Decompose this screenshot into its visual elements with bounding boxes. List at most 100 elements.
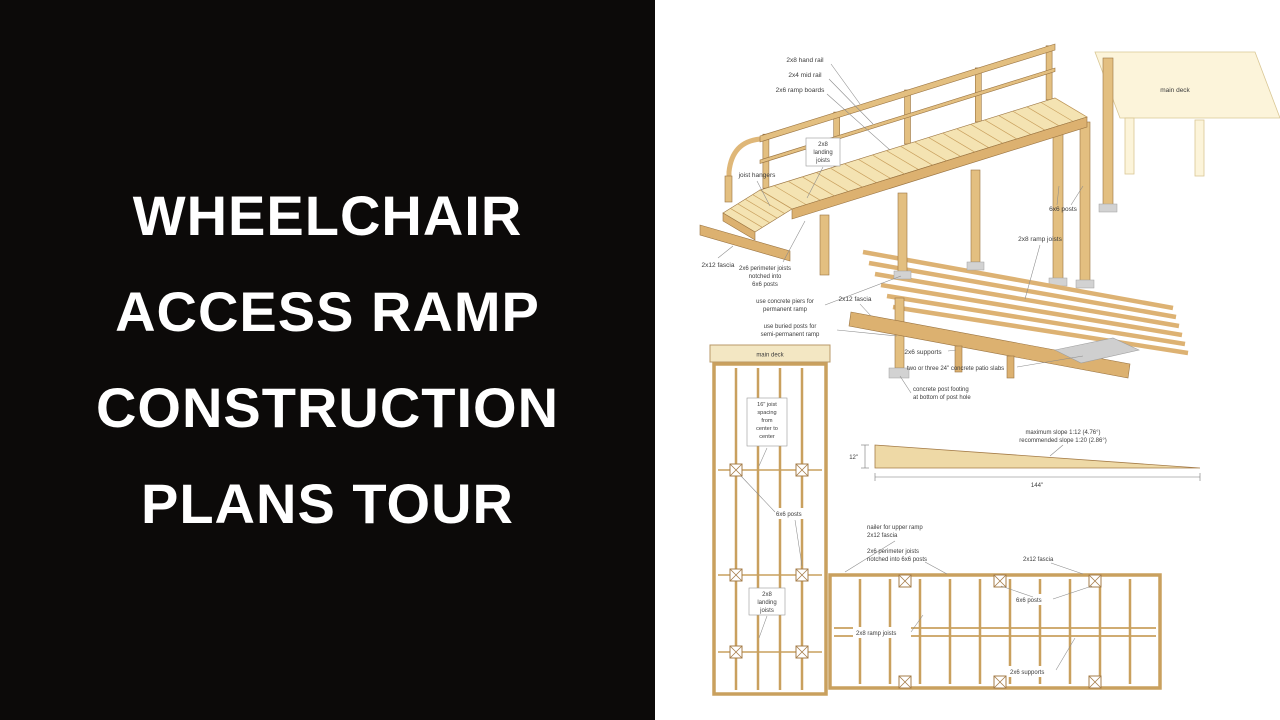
label-landing-joists-3: joists — [815, 158, 830, 164]
post-mark-x — [1088, 574, 1102, 588]
label-ramp-posts: 6x6 posts — [1016, 598, 1042, 604]
6x6-post — [897, 192, 908, 274]
2x12-fascia-board — [699, 224, 791, 262]
board-line — [928, 137, 961, 157]
label-backing — [773, 508, 817, 519]
label-buried-1: use buried posts for — [764, 324, 817, 330]
label-plan-supports: 2x6 supports — [1010, 670, 1044, 676]
label-footing-2: at bottom of post hole — [913, 395, 971, 401]
deck-leg — [1194, 119, 1205, 177]
ramp-plan-view: nailer for upper ramp 2x12 fascia 2x6 pe… — [828, 525, 1162, 690]
main-deck-surface — [1094, 51, 1280, 119]
board-line — [886, 293, 1186, 347]
board-line — [880, 282, 1183, 338]
main-deck-edge — [709, 344, 831, 363]
post-mark-x — [898, 675, 912, 689]
label-ramp-joists: 2x8 ramp joists — [1018, 236, 1062, 243]
leader-line — [1056, 185, 1060, 206]
label-box — [805, 137, 841, 167]
label-rise: 12" — [849, 455, 858, 461]
label-backing — [1013, 594, 1055, 605]
title-line-4: PLANS TOUR — [141, 472, 514, 535]
spacing-note-box — [746, 397, 788, 447]
label-landing-joists-2: landing — [813, 150, 832, 156]
leader-line — [717, 245, 734, 259]
board-line — [759, 189, 793, 210]
post-mark-x — [729, 645, 743, 659]
leader-line — [824, 275, 902, 306]
post-mark-x — [795, 568, 809, 582]
label-backing — [1007, 666, 1057, 677]
leader-line — [740, 475, 776, 513]
label-ramp-boards: 2x6 ramp boards — [776, 87, 826, 94]
label-ramp-perimeter-2: notched into 6x6 posts — [867, 557, 927, 563]
label-recommended-slope: recommended slope 1:20 (2.86°) — [1019, 438, 1106, 444]
board-line — [801, 176, 835, 197]
board-line — [998, 115, 1031, 135]
label-backing — [853, 627, 911, 638]
leader-line — [1052, 585, 1093, 600]
leader-line — [1049, 444, 1064, 457]
leader-line — [859, 303, 872, 317]
label-perimeter-2: notched into — [749, 274, 782, 280]
label-supports: 2x6 supports — [904, 349, 942, 356]
board-line — [844, 163, 877, 184]
concrete-pier — [1075, 279, 1095, 289]
title-line-2: ACCESS RAMP — [115, 280, 540, 343]
label-nailer-2: 2x12 fascia — [867, 533, 898, 539]
board-line — [1012, 110, 1046, 131]
board-line — [874, 271, 1180, 329]
2x6-support — [954, 345, 963, 373]
board-line — [1026, 106, 1060, 127]
board-line — [868, 260, 1177, 320]
title-line-3: CONSTRUCTION — [95, 376, 560, 439]
label-plan-main-deck: main deck — [756, 353, 784, 359]
ramp-slope-wedge — [874, 444, 1201, 469]
leader-line — [830, 63, 861, 105]
label-spacing-5: center — [759, 434, 775, 440]
label-landing-joists-1: 2x8 — [818, 142, 828, 148]
board-line — [892, 304, 1189, 356]
board-line — [730, 208, 763, 228]
label-ramp-fascia: 2x12 fascia — [1023, 557, 1054, 563]
concrete-post-footing — [888, 367, 910, 379]
leader-line — [1000, 585, 1034, 598]
leader-line — [1055, 637, 1076, 671]
concrete-pier — [1098, 203, 1118, 213]
landing-joists-note-box — [748, 587, 786, 616]
label-ramp-perimeter-1: 2x6 perimeter joists — [867, 549, 919, 555]
board-line — [830, 167, 863, 188]
board-line — [1054, 97, 1088, 118]
board-line — [886, 150, 919, 170]
board-line — [900, 145, 933, 166]
board-line — [970, 123, 1003, 144]
board-line — [816, 172, 849, 192]
post-mark-x — [795, 645, 809, 659]
diagram-panel: 2x8 hand rail 2x4 mid rail 2x6 ramp boar… — [655, 0, 1280, 720]
upper-ramp-fascia — [791, 116, 1088, 220]
label-6x6-posts: 6x6 posts — [1049, 206, 1078, 213]
lower-ramp-fascia — [848, 311, 1131, 379]
slope-diagram: 12" 144" maximum slope 1:12 (4.76°) reco… — [849, 430, 1201, 489]
2x6-support — [1006, 355, 1015, 379]
deck-leg — [1124, 117, 1135, 175]
label-max-slope: maximum slope 1:12 (4.76°) — [1025, 430, 1100, 436]
leader-line — [1050, 562, 1084, 575]
concrete-patio-slab — [1054, 337, 1140, 364]
landing-fascia — [722, 212, 756, 241]
ramp-deck-boards — [759, 97, 1088, 210]
leader-line — [828, 78, 874, 125]
post-mark-x — [993, 675, 1007, 689]
label-main-deck: main deck — [1160, 87, 1190, 94]
label-piers-1: use concrete piers for — [756, 299, 814, 305]
label-mid-rail: 2x4 mid rail — [788, 72, 822, 79]
label-spacing-1: 16" joist — [757, 402, 777, 408]
board-line — [984, 119, 1017, 140]
title-panel: WHEELCHAIR ACCESS RAMP CONSTRUCTION PLAN… — [0, 0, 655, 720]
board-line — [737, 203, 770, 224]
6x6-post — [970, 169, 981, 263]
label-piers-2: permanent ramp — [763, 307, 808, 313]
label-plan-landing-joists-3: joists — [759, 608, 774, 614]
leader-line — [1016, 355, 1084, 368]
